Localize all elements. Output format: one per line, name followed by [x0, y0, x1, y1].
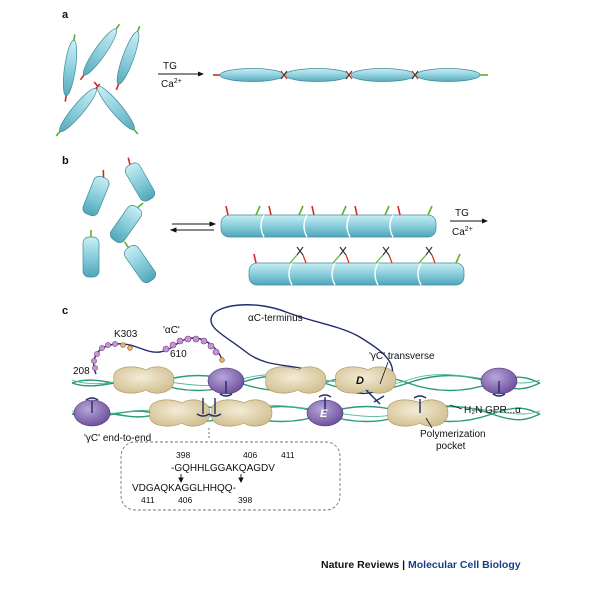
crosslink-marker — [289, 246, 307, 264]
crosslink-marker — [411, 70, 419, 80]
sequence-top: -GQHHLGGAKQAGDV — [171, 463, 275, 474]
fibrinogen-monomer — [112, 25, 144, 91]
fibrinogen-monomer — [55, 83, 101, 137]
gammaC-transverse-label: 'γC' transverse — [369, 351, 435, 362]
alphaC-label: 'αC' — [163, 325, 180, 336]
sequence-bottom: VDGAQKAGGLHHQQ- — [132, 483, 236, 494]
residue-610-label: 610 — [170, 349, 187, 360]
beige-domain-pair-lower — [149, 399, 449, 427]
reaction-top-label-b: TG — [455, 208, 469, 219]
crosslink-marker — [332, 246, 350, 264]
credit-separator: | — [402, 559, 406, 571]
crosslink-marker — [375, 246, 393, 264]
crosslink-marker — [418, 246, 436, 264]
residue-208-label: 208 — [73, 366, 90, 377]
rod-monomer — [124, 157, 156, 202]
rod-monomer — [82, 169, 110, 217]
panel-c: c — [62, 304, 541, 511]
panel-b: b — [62, 155, 488, 286]
seq-num-398-top: 398 — [176, 450, 190, 460]
panel-a: a TG Ca2+ — [55, 9, 488, 137]
crosslinked-protofibril — [248, 246, 465, 286]
rod-monomer — [82, 230, 100, 278]
alphaC-terminus-label: αC-terminus — [248, 313, 303, 324]
knob-hole-connectors — [85, 381, 506, 417]
seq-num-406-bottom: 406 — [178, 495, 192, 505]
polymerization-pocket-label-2: pocket — [436, 441, 466, 452]
fibrinogen-monomer — [93, 81, 139, 135]
reaction-bottom-label-b: Ca2+ — [452, 226, 473, 238]
rod-monomer — [123, 241, 157, 283]
seq-num-398-bottom: 398 — [238, 495, 252, 505]
fibrinogen-monomer — [60, 34, 80, 102]
panel-a-letter: a — [62, 9, 69, 21]
beige-domain-pair — [113, 366, 397, 394]
domain-E-label: E — [320, 408, 328, 420]
seq-num-411-bottom: 411 — [141, 495, 155, 505]
figure-credit: Nature Reviews | Molecular Cell Biology — [321, 559, 521, 571]
sequence-inset — [120, 441, 341, 511]
polymerization-pocket-label-1: Polymerization — [420, 429, 486, 440]
gammaC-end-to-end-label: 'γC' end-to-end — [84, 433, 151, 444]
crosslink-arrows — [178, 474, 244, 484]
crosslink-marker — [345, 70, 353, 80]
seq-num-411-top: 411 — [281, 450, 295, 460]
rod-monomer — [109, 202, 144, 243]
equilibrium-arrows — [169, 221, 217, 233]
k303-label: K303 — [114, 329, 138, 340]
panel-b-letter: b — [62, 155, 69, 167]
credit-section: Molecular Cell Biology — [408, 559, 521, 571]
h2n-gpr-label: H₂N GPR...α — [464, 405, 521, 416]
crosslinked-monomer-chain — [213, 68, 488, 82]
reaction-bottom-label: Ca2+ — [161, 78, 182, 90]
protofibril — [220, 205, 437, 238]
fibrinogen-monomer — [79, 23, 121, 81]
alphaC-chain — [91, 335, 225, 375]
credit-journal: Nature Reviews — [321, 559, 400, 571]
seq-num-406-top: 406 — [243, 450, 257, 460]
panel-c-letter: c — [62, 305, 68, 317]
reaction-top-label: TG — [163, 61, 177, 72]
domain-D-label: D — [356, 375, 364, 387]
crosslink-marker — [280, 70, 288, 80]
